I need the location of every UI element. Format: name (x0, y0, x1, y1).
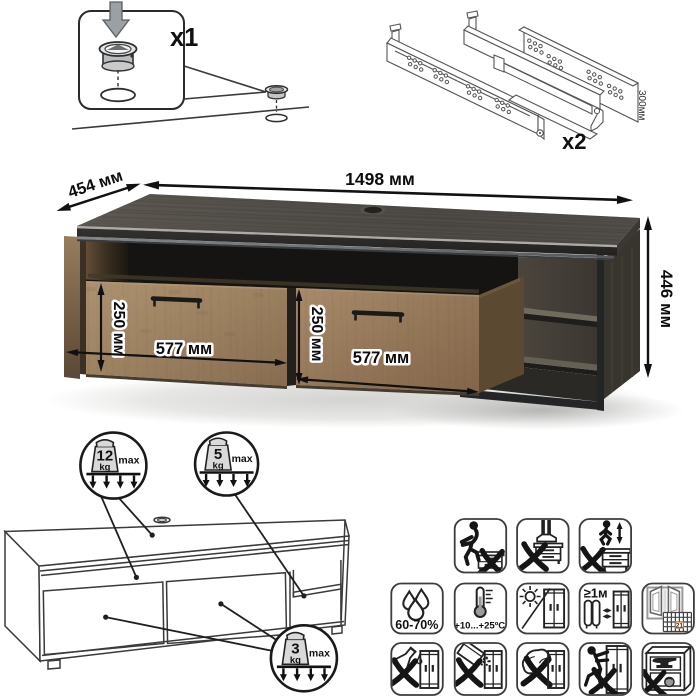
svg-text:250 мм: 250 мм (308, 307, 325, 362)
svg-text:446 мм: 446 мм (657, 270, 676, 328)
svg-text:60-70%: 60-70% (395, 618, 438, 632)
svg-text:kg: kg (213, 461, 224, 472)
svg-text:kg: kg (99, 462, 110, 473)
svg-text:1498 мм: 1498 мм (345, 169, 415, 189)
svg-text:3: 3 (291, 640, 299, 657)
svg-text:kg: kg (290, 655, 301, 666)
svg-text:12: 12 (97, 448, 114, 465)
svg-text:x1: x1 (170, 24, 198, 52)
svg-text:5: 5 (214, 446, 222, 463)
svg-text:x2: x2 (562, 129, 586, 154)
svg-text:max: max (232, 453, 253, 465)
svg-text:577 мм: 577 мм (353, 349, 410, 367)
svg-text:+10...+25ºC: +10...+25ºC (454, 621, 505, 632)
svg-text:≥1м: ≥1м (584, 586, 608, 601)
svg-text:300мм: 300мм (636, 90, 647, 121)
svg-text:max: max (309, 647, 330, 659)
svg-text:577 мм: 577 мм (156, 340, 213, 358)
svg-text:21: 21 (676, 623, 684, 630)
svg-text:max: max (118, 455, 139, 467)
svg-text:250 мм: 250 мм (110, 302, 127, 357)
